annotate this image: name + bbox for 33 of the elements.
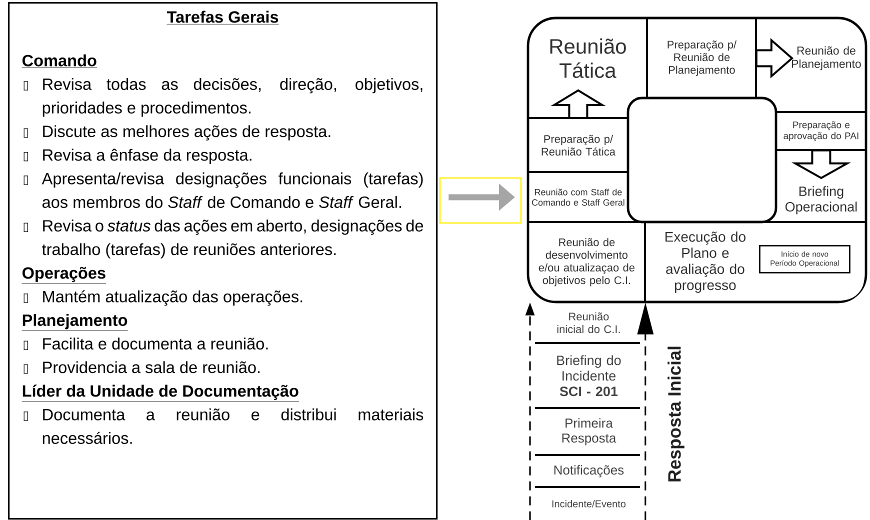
bullet-item: Mantém atualização das operações. <box>24 290 302 306</box>
cycle-step: Reunião de Planejamento <box>792 46 861 70</box>
bullet-item: Revisa o status das ações em aberto, designações de trabalho (tarefas) de reuniões anteriores. <box>24 220 424 258</box>
bullet-item: Documenta a reunião e distribui materiais necessários. <box>24 408 424 444</box>
bullet-item: Providencia a sala de reunião. <box>24 361 260 374</box>
initial-step: Reunião inicial do C.I. <box>557 312 620 334</box>
bullet-item: Apresenta/revisa designações funcionais (tarefas) aos membros do Staff de Comando e Staff Geral. <box>24 172 423 208</box>
block-arrow <box>755 38 794 78</box>
cycle-step: Reunião Tática <box>550 38 626 78</box>
initial-step: Notificações <box>554 465 624 478</box>
bullet-item: Revisa a ênfase da resposta. <box>24 148 252 164</box>
vertical-label: Resposta Inicial <box>668 346 684 482</box>
bullet-item: Revisa todas as decisões, direção, objetivos, prioridades e procedimentos. <box>24 78 422 117</box>
bullet-item: Facilita e documenta a reunião. <box>24 338 268 350</box>
task-panel <box>8 2 438 520</box>
block-arrow <box>550 89 606 119</box>
initial-step: Briefing do Incidente SCI - 201 <box>557 355 621 396</box>
panel-title: Tarefas Gerais <box>166 10 280 24</box>
cycle-step: Preparação p/ Reunião de Planejamento <box>668 40 737 76</box>
cycle-step: Reunião com Staff de Comando e Staff Geral <box>532 188 624 206</box>
section-heading: Comando <box>22 54 98 68</box>
bullet-item: Discute as melhores ações de resposta. <box>24 125 330 140</box>
node-label: Execução do Plano e avaliação do progresso <box>665 232 746 293</box>
section-heading: Líder da Unidade de Documentação <box>22 384 300 402</box>
section-heading: Operações <box>22 266 106 284</box>
cycle-step: Reunião de desenvolvimento e/ou atualizaçao de objetivos pelo C.I. <box>538 238 634 286</box>
block-arrow <box>791 149 852 180</box>
initial-step: Primeira Resposta <box>562 418 616 446</box>
initial-step: Incidente/Evento <box>552 500 626 508</box>
cycle-step: Preparação p/ Reunião Tática <box>542 134 616 156</box>
cycle-step: Preparação e aprovação do PAI <box>784 121 858 142</box>
cycle-step: Briefing Operacional <box>785 186 857 214</box>
section-heading: Planejamento <box>22 314 128 331</box>
